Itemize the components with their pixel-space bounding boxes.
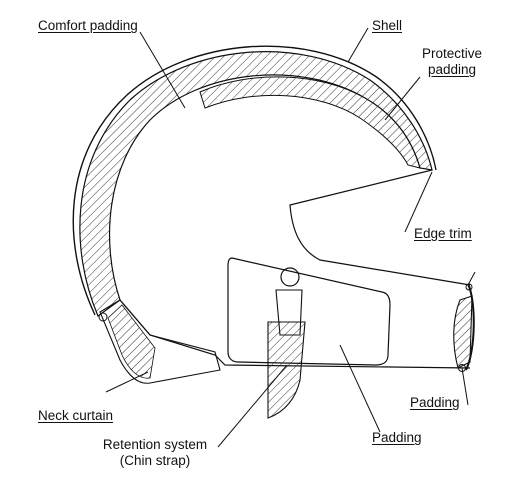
shell-outline — [72, 45, 437, 316]
leader-lines — [105, 27, 476, 448]
label-protective-padding-line2: padding — [427, 62, 477, 77]
label-retention-line1: Retention system — [102, 437, 208, 452]
label-retention-line2: (Chin strap) — [119, 453, 191, 468]
label-edge-trim: Edge trim — [414, 226, 472, 241]
label-shell: Shell — [372, 18, 403, 33]
front-padding — [453, 295, 473, 369]
label-neck-curtain: Neck curtain — [38, 408, 114, 423]
face-opening-line — [289, 169, 471, 286]
neck-curtain-hatch — [107, 304, 156, 379]
shell-band — [79, 51, 433, 317]
protective-padding-band — [199, 76, 421, 169]
label-comfort-padding: Comfort padding — [38, 18, 138, 33]
label-padding-bottom: Padding — [372, 430, 422, 445]
strap-pivot — [280, 267, 300, 287]
edge-trim-rivet-bottom — [458, 364, 466, 372]
neck-curtain-rivet — [98, 312, 108, 322]
neck-curtain — [99, 299, 221, 384]
label-retention-system: Retention system (Chin strap) — [95, 437, 215, 469]
label-protective-padding-line1: Protective — [421, 46, 483, 61]
side-padding-block — [227, 257, 391, 366]
label-padding-right: Padding — [410, 395, 460, 410]
chin-strap — [267, 321, 306, 419]
label-protective-padding: Protective padding — [412, 46, 492, 78]
